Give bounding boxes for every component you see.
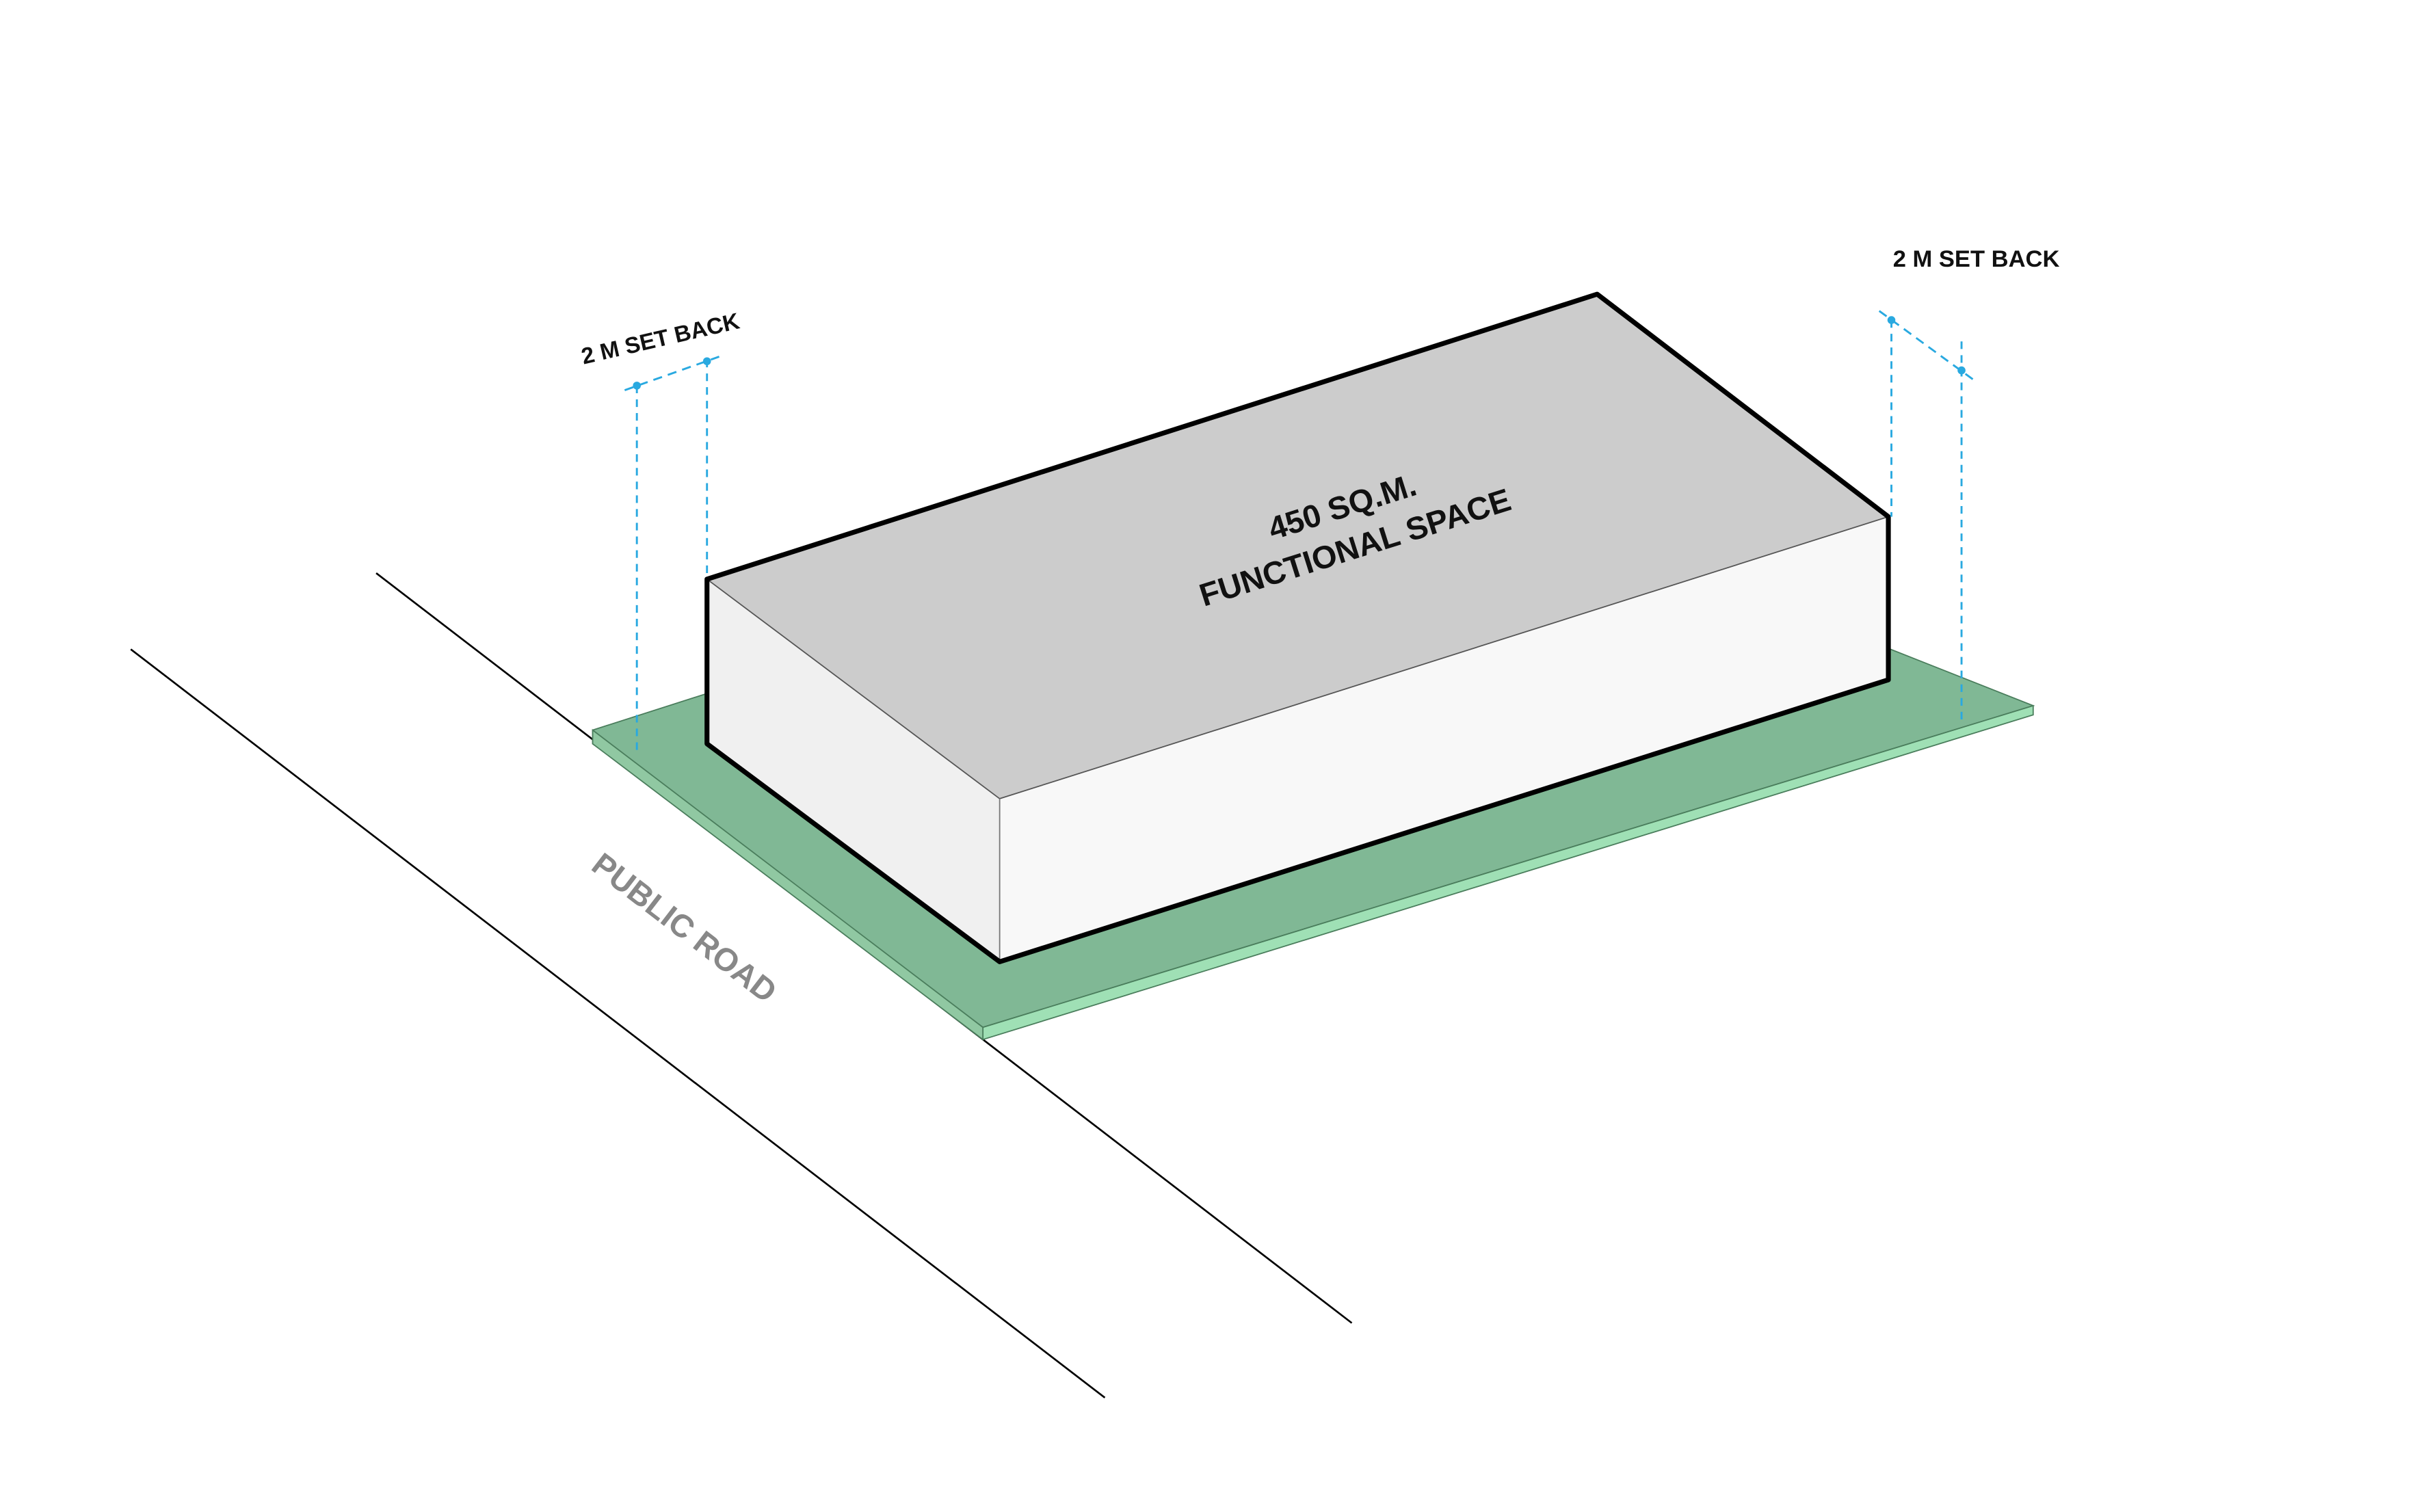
setback-dimension-tick	[1957, 366, 1966, 375]
setback-dimension-right	[1878, 310, 1976, 726]
setback-dimension-tick	[702, 357, 711, 366]
setback-dimension-tick	[1887, 316, 1896, 324]
setback-dimension-tick	[633, 382, 641, 390]
setback-label-left: 2 M SET BACK	[579, 308, 742, 369]
site-plot-side-edge	[592, 728, 984, 1041]
building-volume: 450 SQ.M. FUNCTIONAL SPACE	[704, 291, 1891, 964]
building-roof	[706, 294, 1889, 799]
building-outline	[704, 291, 1891, 964]
road-edge-line	[130, 648, 1106, 1398]
building-side-wall	[706, 579, 1000, 962]
setback-dimension-left	[624, 356, 720, 752]
building-front-wall	[999, 516, 1889, 962]
setback-label-right: 2 M SET BACK	[1893, 246, 2060, 272]
road-label: PUBLIC ROAD	[585, 846, 783, 1009]
